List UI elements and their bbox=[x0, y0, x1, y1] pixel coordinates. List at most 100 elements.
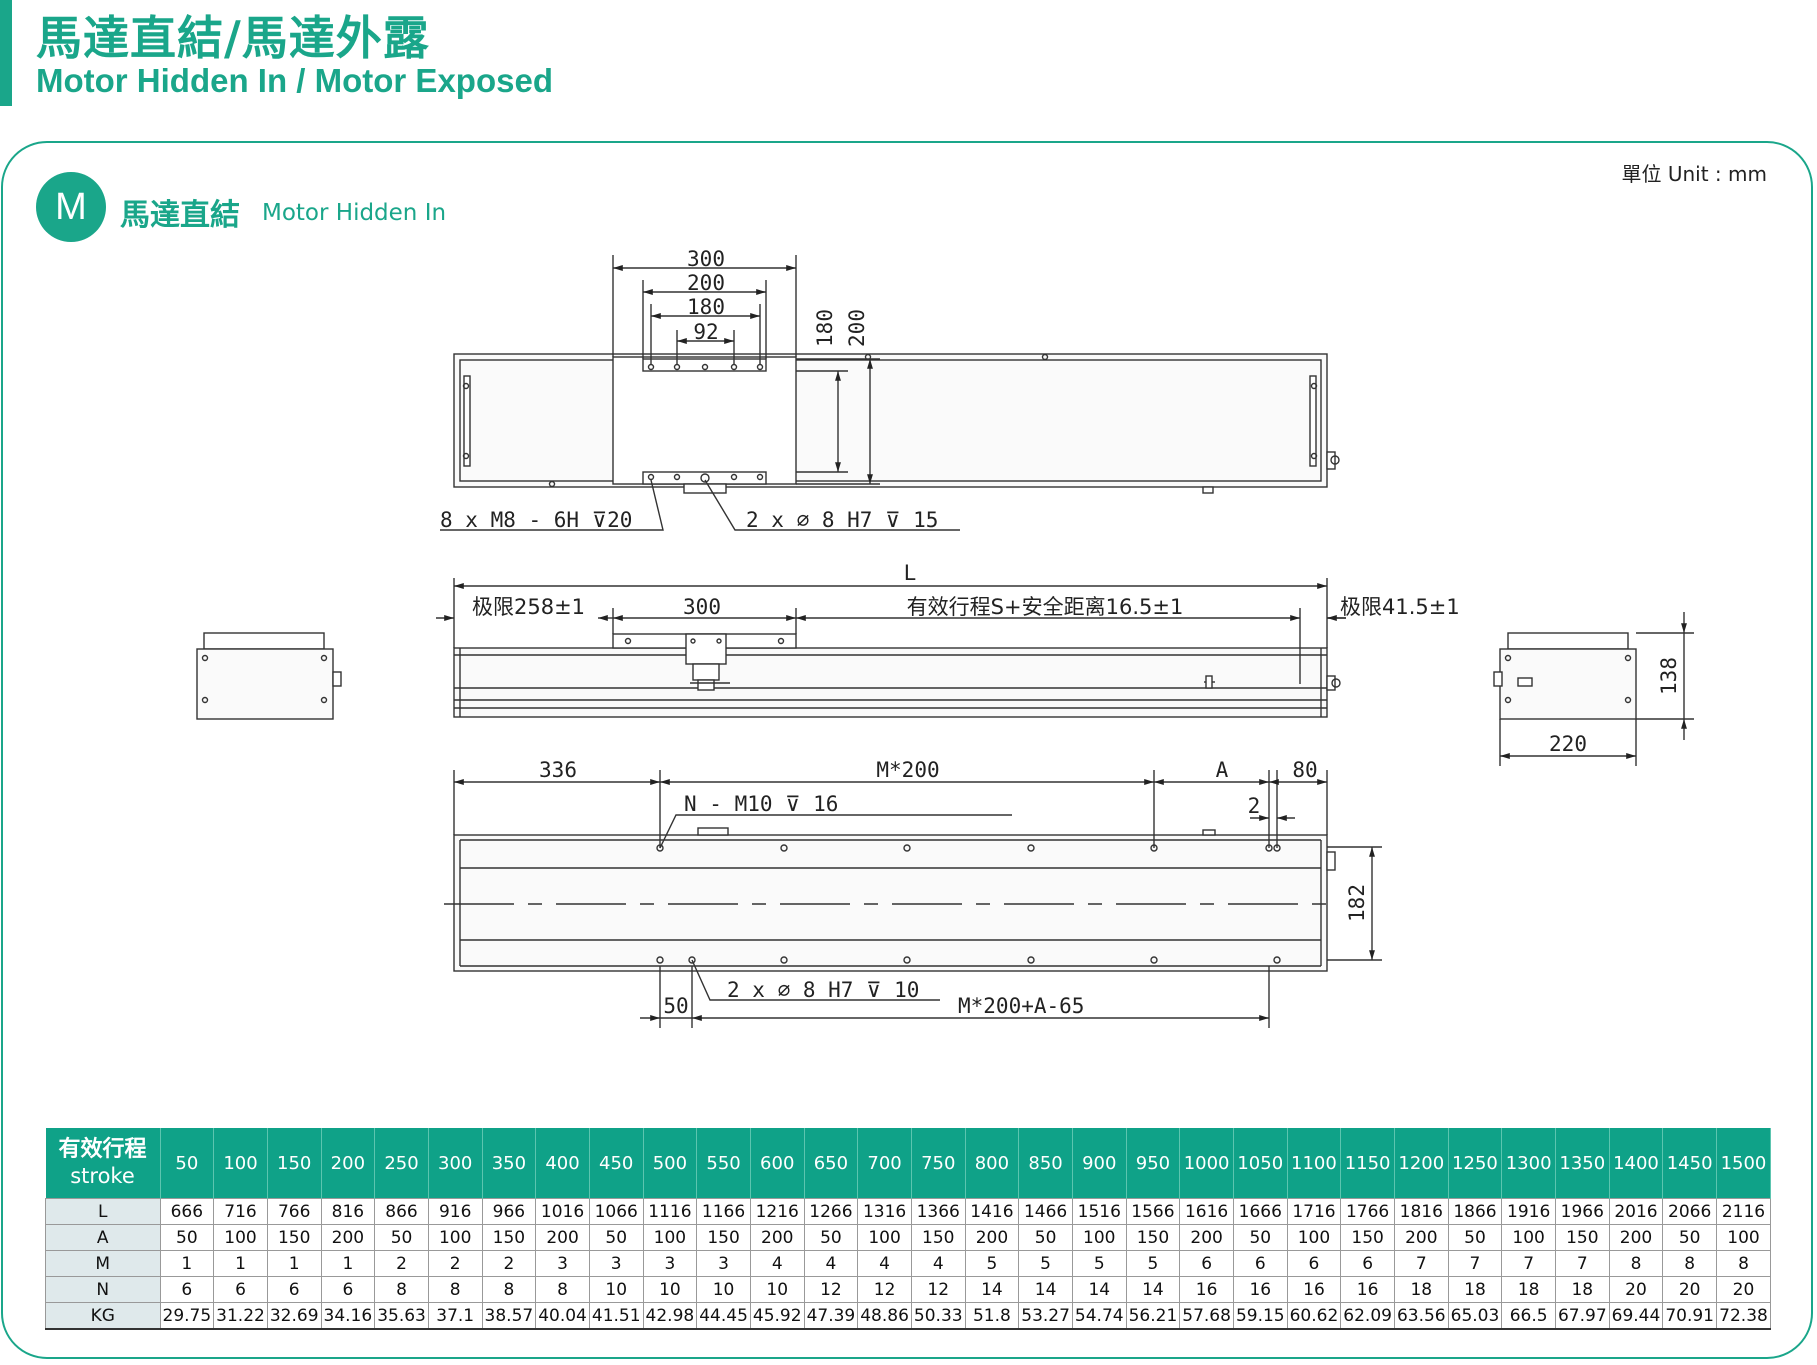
row-label: M bbox=[45, 1250, 161, 1277]
side-view bbox=[436, 578, 1346, 718]
table-cell: 67.97 bbox=[1554, 1302, 1610, 1330]
table-cell: 6 bbox=[266, 1276, 322, 1303]
dim-top-92: 92 bbox=[693, 320, 718, 344]
stroke-header-cell: 800 bbox=[965, 1128, 1020, 1199]
table-cell: 45.92 bbox=[749, 1302, 805, 1330]
table-cell: 41.51 bbox=[588, 1302, 644, 1330]
stroke-header-cell: 300 bbox=[428, 1128, 483, 1199]
table-cell: 16 bbox=[1179, 1276, 1234, 1303]
stroke-header-cell: 200 bbox=[321, 1128, 376, 1199]
section-title-zh: 馬達直結 bbox=[120, 198, 240, 233]
dim-bottom-2: 2 bbox=[1248, 794, 1261, 818]
table-cell: 8 bbox=[1715, 1250, 1772, 1277]
dim-bottom-A: A bbox=[1216, 758, 1229, 782]
dim-end-138: 138 bbox=[1657, 657, 1681, 695]
dim-top-180: 180 bbox=[687, 295, 725, 319]
table-cell: 8 bbox=[427, 1276, 483, 1303]
table-cell: 1916 bbox=[1501, 1198, 1556, 1225]
end-view-left bbox=[196, 632, 342, 720]
table-cell: 14 bbox=[964, 1276, 1020, 1303]
table-cell: 4 bbox=[803, 1250, 859, 1277]
dim-top-v180: 180 bbox=[813, 309, 837, 347]
table-cell: 18 bbox=[1393, 1276, 1449, 1303]
stroke-header-cell: 50 bbox=[160, 1128, 215, 1199]
table-cell: 1516 bbox=[1071, 1198, 1127, 1225]
stroke-header-cell: 500 bbox=[643, 1128, 698, 1199]
row-label: L bbox=[45, 1198, 161, 1225]
table-cell: 2 bbox=[374, 1250, 429, 1277]
table-cell: 20 bbox=[1662, 1276, 1717, 1303]
dim-bottom-336: 336 bbox=[539, 758, 577, 782]
table-cell: 150 bbox=[1340, 1224, 1395, 1251]
table-cell: 60.62 bbox=[1286, 1302, 1342, 1330]
table-cell: 66.5 bbox=[1501, 1302, 1556, 1330]
table-cell: 20 bbox=[1608, 1276, 1664, 1303]
table-cell: 8 bbox=[1608, 1250, 1664, 1277]
page-title-en: Motor Hidden In / Motor Exposed bbox=[36, 62, 553, 99]
table-cell: 2 bbox=[481, 1250, 537, 1277]
top-view bbox=[440, 255, 1340, 531]
table-cell: 1316 bbox=[857, 1198, 912, 1225]
table-cell: 100 bbox=[1501, 1224, 1556, 1251]
table-cell: 54.74 bbox=[1071, 1302, 1127, 1330]
callout-pin-bottom: 2 x ∅ 8 H7 ⊽ 10 bbox=[727, 978, 919, 1002]
table-cell: 1116 bbox=[642, 1198, 698, 1225]
table-cell: 42.98 bbox=[642, 1302, 698, 1330]
table-cell: 29.75 bbox=[159, 1302, 215, 1330]
stroke-header-cell: 1350 bbox=[1555, 1128, 1610, 1199]
table-cell: 5 bbox=[964, 1250, 1020, 1277]
table-cell: 3 bbox=[696, 1250, 751, 1277]
header-stroke-en: stroke bbox=[70, 1164, 135, 1188]
dim-bottom-50: 50 bbox=[663, 994, 688, 1018]
table-cell: 2 bbox=[427, 1250, 483, 1277]
dim-bottom-80: 80 bbox=[1292, 758, 1317, 782]
table-cell: 63.56 bbox=[1393, 1302, 1449, 1330]
stroke-header-cell: 1150 bbox=[1340, 1128, 1395, 1199]
table-cell: 1 bbox=[159, 1250, 215, 1277]
table-cell: 50.33 bbox=[910, 1302, 966, 1330]
dim-top-200: 200 bbox=[687, 271, 725, 295]
content-panel bbox=[1, 141, 1813, 1359]
table-cell: 816 bbox=[320, 1198, 376, 1225]
table-cell: 65.03 bbox=[1447, 1302, 1503, 1330]
table-cell: 8 bbox=[374, 1276, 429, 1303]
table-cell: 7 bbox=[1393, 1250, 1449, 1277]
table-cell: 1666 bbox=[1232, 1198, 1288, 1225]
table-cell: 8 bbox=[1662, 1250, 1717, 1277]
table-cell: 100 bbox=[857, 1224, 912, 1251]
table-cell: 1616 bbox=[1179, 1198, 1234, 1225]
stroke-header-cell: 750 bbox=[911, 1128, 966, 1199]
header-stroke-zh: 有效行程 bbox=[58, 1137, 147, 1162]
table-cell: 14 bbox=[1125, 1276, 1181, 1303]
stroke-header-cell: 650 bbox=[804, 1128, 859, 1199]
table-cell: 50 bbox=[1662, 1224, 1717, 1251]
table-cell: 56.21 bbox=[1125, 1302, 1181, 1330]
dim-stroke-note: 有效行程S+安全距离16.5±1 bbox=[907, 595, 1184, 619]
table-cell: 5 bbox=[1125, 1250, 1181, 1277]
row-label: KG bbox=[45, 1302, 161, 1330]
table-cell: 16 bbox=[1232, 1276, 1288, 1303]
table-cell: 69.44 bbox=[1608, 1302, 1664, 1330]
table-cell: 4 bbox=[910, 1250, 966, 1277]
table-cell: 3 bbox=[642, 1250, 698, 1277]
stroke-header-cell: 700 bbox=[857, 1128, 912, 1199]
table-cell: 100 bbox=[427, 1224, 483, 1251]
table-cell: 50 bbox=[588, 1224, 644, 1251]
table-cell: 59.15 bbox=[1232, 1302, 1288, 1330]
table-cell: 150 bbox=[696, 1224, 751, 1251]
table-cell: 12 bbox=[803, 1276, 859, 1303]
dim-side-300: 300 bbox=[683, 595, 721, 619]
table-cell: 2016 bbox=[1608, 1198, 1664, 1225]
table-cell: 150 bbox=[910, 1224, 966, 1251]
title-accent-bar bbox=[0, 0, 12, 106]
table-cell: 47.39 bbox=[803, 1302, 859, 1330]
stroke-header-cell: 250 bbox=[374, 1128, 429, 1199]
table-cell: 866 bbox=[374, 1198, 429, 1225]
callout-pin-top: 2 x ∅ 8 H7 ⊽ 15 bbox=[746, 508, 938, 532]
table-cell: 6 bbox=[1340, 1250, 1395, 1277]
technical-drawing: 300 200 180 92 180 200 8 x M8 - 6H ⊽20 2… bbox=[196, 247, 1694, 1028]
stroke-header-cell: 1000 bbox=[1179, 1128, 1234, 1199]
stroke-header-cell: 900 bbox=[1072, 1128, 1127, 1199]
